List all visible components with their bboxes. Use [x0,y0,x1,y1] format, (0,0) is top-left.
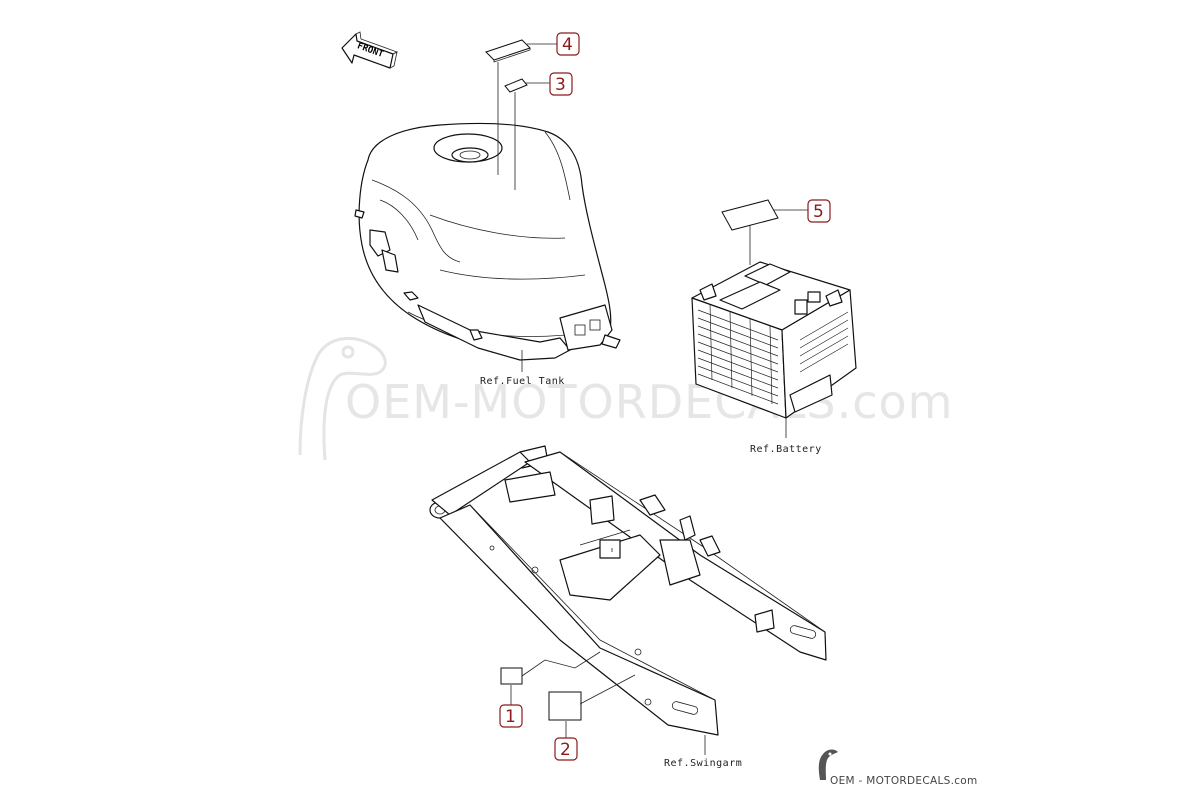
decal-3 [504,78,550,190]
callout-2-number: 2 [560,740,571,760]
fuel-tank: Ref.Fuel Tank [354,122,621,387]
callout-5-number: 5 [813,202,824,222]
callout-1-number: 1 [505,707,516,727]
callout-1: 1 [499,704,523,728]
watermark-text: OEM-MOTORDECALS.com [345,375,954,429]
front-arrow: FRONT [341,31,399,69]
ref-swingarm: Ref.Swingarm [664,758,742,769]
decal-5 [721,199,808,265]
callout-4: 4 [556,32,580,56]
ref-battery: Ref.Battery [750,444,822,455]
callout-3-number: 3 [555,75,566,95]
watermark-bird-icon [298,336,387,461]
swingarm: Ref.Swingarm [429,445,827,769]
decal-4 [485,39,557,175]
bird-logo-icon [818,749,838,780]
battery: Ref.Battery [691,261,857,455]
decal-2 [548,674,636,738]
callout-3: 3 [549,72,573,96]
brand-logo: OEM - MOTORDECALS.com [818,749,978,787]
callout-4-number: 4 [562,35,573,55]
watermark: OEM-MOTORDECALS.com [298,336,954,461]
decal-1 [500,651,601,705]
logo-text: OEM - MOTORDECALS.com [830,775,978,787]
ref-fuel-tank: Ref.Fuel Tank [480,376,565,387]
callout-5: 5 [807,199,831,223]
callout-2: 2 [554,737,578,761]
